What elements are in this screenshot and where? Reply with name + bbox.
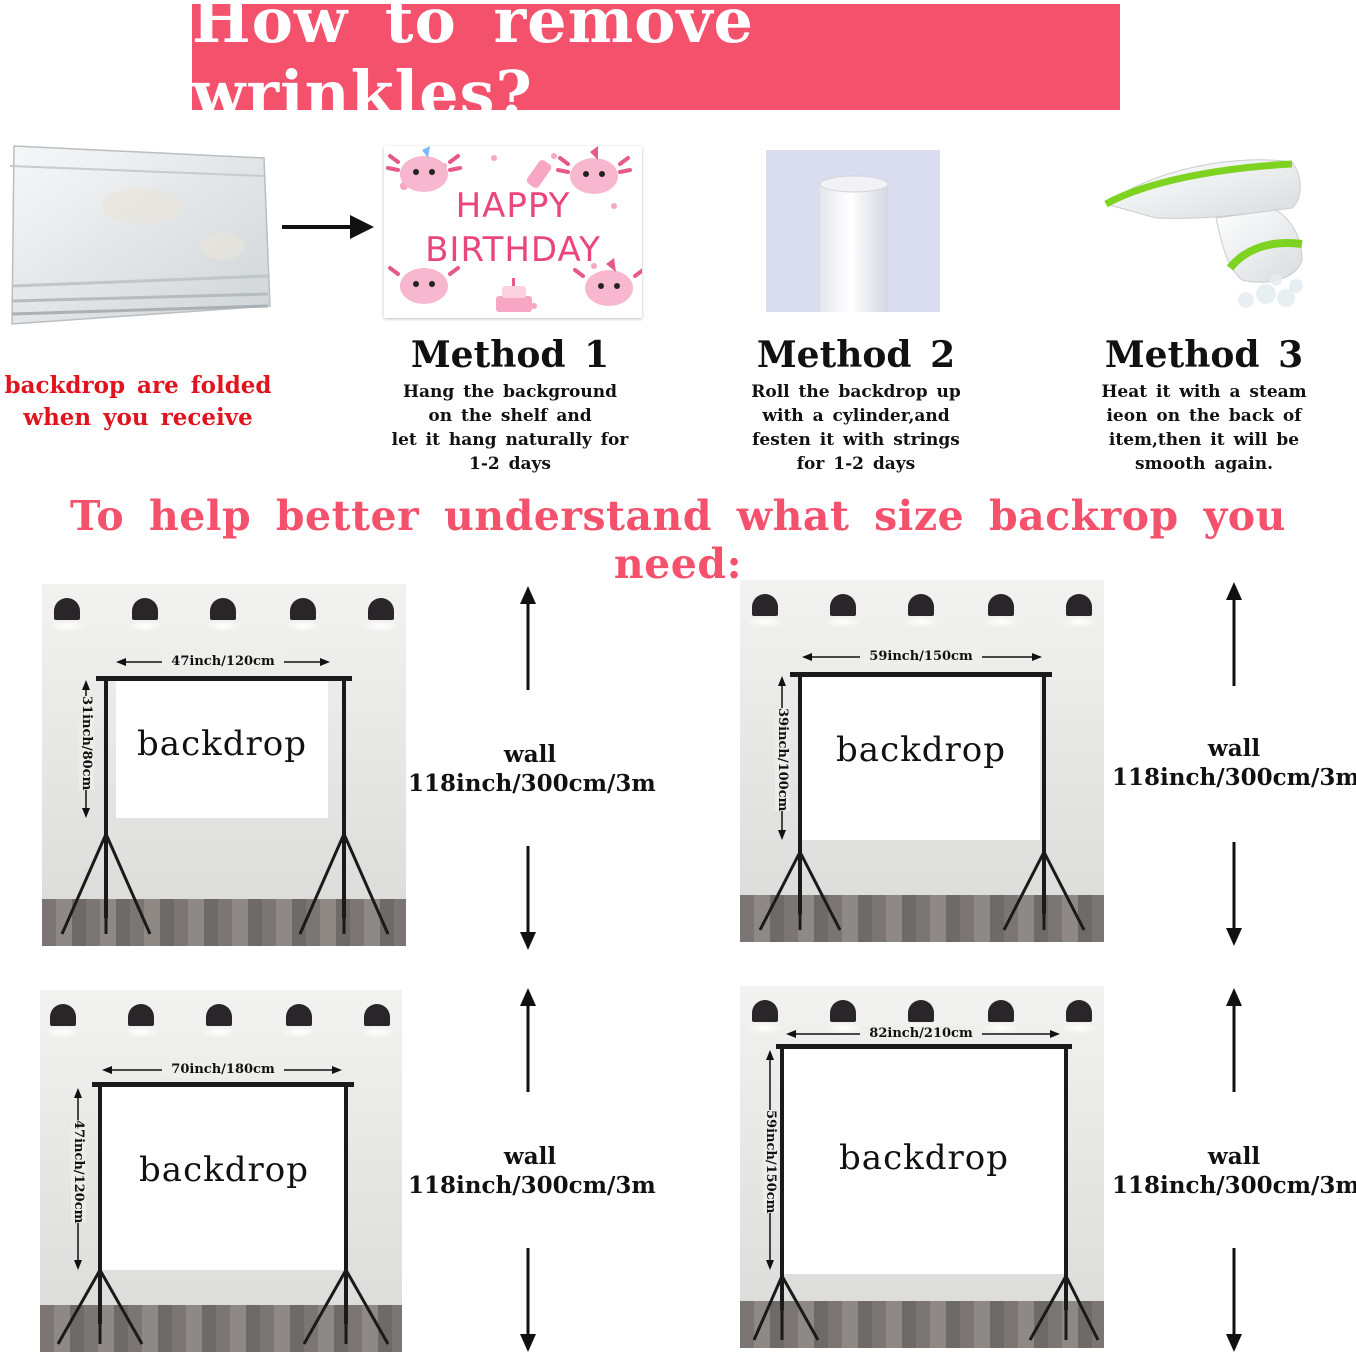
double-arrow-icon xyxy=(512,586,544,950)
lamp-icon xyxy=(824,1000,862,1034)
double-arrow-icon xyxy=(512,988,544,1352)
axolotl-top-right xyxy=(556,146,632,194)
width-label: 47inch/120cm xyxy=(162,654,284,669)
steamer-icon xyxy=(1096,148,1308,308)
page-title: How to remove wrinkles? xyxy=(192,0,755,130)
folded-cloth-icon xyxy=(2,136,272,332)
height-label: 59inch/150cm xyxy=(763,1110,778,1214)
birthday-banner-line1: HAPPY xyxy=(455,186,571,226)
lamp-icon xyxy=(982,594,1020,628)
lamp-icon xyxy=(1060,594,1098,628)
birthday-banner-icon: HAPPY BIRTHDAY xyxy=(384,146,642,318)
axolotl-bottom-right xyxy=(573,258,642,306)
size-section-title: To help better understand what size back… xyxy=(70,492,1286,588)
lamp-icon xyxy=(902,594,940,628)
method-3-text: Heat it with a steam ieon on the back of… xyxy=(1101,382,1307,474)
right-arrow-icon xyxy=(282,212,374,242)
lamp-icon xyxy=(1060,1000,1098,1034)
method-1-title: Method 1 xyxy=(410,334,610,376)
width-label: 59inch/150cm xyxy=(860,649,982,664)
received-note-line2: when you receive xyxy=(23,404,253,431)
received-note-line1: backdrop are folded xyxy=(4,372,272,399)
method-3-title: Method 3 xyxy=(1104,334,1304,376)
lamp-icon xyxy=(44,1004,82,1038)
axolotl-bottom-left xyxy=(388,266,460,304)
backdrop-label: backdrop xyxy=(836,730,1006,770)
wall-label: wall 118inch/300cm/3m xyxy=(408,741,656,797)
axolotl-top-left xyxy=(386,146,462,192)
lamp-icon xyxy=(358,1004,396,1038)
width-label: 82inch/210cm xyxy=(860,1026,982,1041)
received-note: backdrop are folded when you receive xyxy=(0,370,276,434)
backdrop-label: backdrop xyxy=(137,724,307,764)
height-label: 47inch/120cm xyxy=(71,1120,86,1224)
lamp-icon xyxy=(280,1004,318,1038)
backdrop-label: backdrop xyxy=(839,1138,1009,1178)
wall-label: wall 118inch/300cm/3m xyxy=(408,1143,656,1199)
method-1-text: Hang the background on the shelf and let… xyxy=(391,382,629,474)
wall-label: wall 118inch/300cm/3m xyxy=(1112,735,1356,791)
lamp-icon xyxy=(284,598,322,632)
lamp-icon xyxy=(204,598,242,632)
backdrop-label: backdrop xyxy=(139,1150,309,1190)
lamp-icon xyxy=(200,1004,238,1038)
double-arrow-icon xyxy=(1218,582,1250,946)
header-banner: How to remove wrinkles? xyxy=(192,0,1120,130)
scene-2: 59inch/150cm 39inch/100cm backdrop xyxy=(740,580,1104,942)
lamp-icon xyxy=(824,594,862,628)
wall-label: wall 118inch/300cm/3m xyxy=(1112,1143,1356,1199)
lamp-icon xyxy=(126,598,164,632)
scene-4: 82inch/210cm 59inch/150cm backdrop xyxy=(740,986,1104,1348)
scene-1: 47inch/120cm 31inch/80cm backdrop xyxy=(42,584,406,946)
lamp-icon xyxy=(48,598,86,632)
lamp-icon xyxy=(362,598,400,632)
method-2-title: Method 2 xyxy=(756,334,956,376)
rolled-cylinder-icon xyxy=(766,150,940,312)
lamp-icon xyxy=(122,1004,160,1038)
method-2-text: Roll the backdrop up with a cylinder,and… xyxy=(751,382,961,474)
birthday-banner-line2: BIRTHDAY xyxy=(425,230,601,270)
lamp-icon xyxy=(746,1000,784,1034)
double-arrow-icon xyxy=(1218,988,1250,1352)
scene-3: 70inch/180cm 47inch/120cm backdrop xyxy=(40,990,402,1352)
width-label: 70inch/180cm xyxy=(162,1062,284,1077)
lamp-icon xyxy=(746,594,784,628)
height-label: 39inch/100cm xyxy=(775,708,790,812)
lamp-icon xyxy=(982,1000,1020,1034)
height-label: 31inch/80cm xyxy=(79,696,94,791)
